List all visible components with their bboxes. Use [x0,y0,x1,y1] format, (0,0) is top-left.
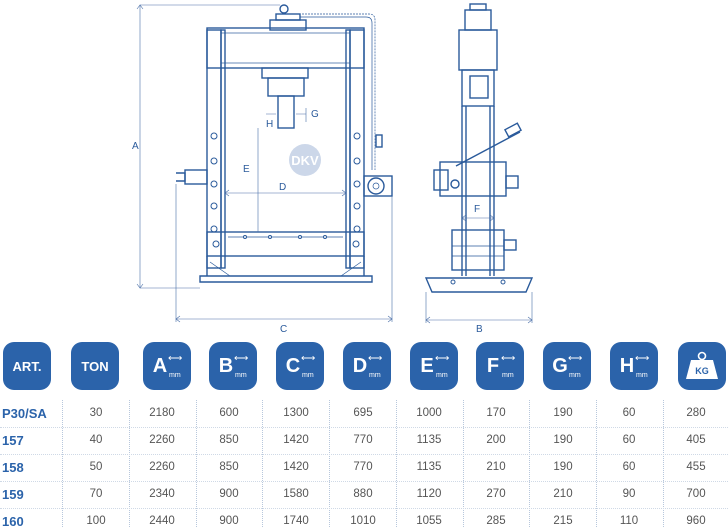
header-kg: KG [678,342,726,390]
table-cell-h: 60 [622,434,636,446]
table-row: 159 70 2340 900 1580 880 1120 270 210 90 700 [0,481,728,508]
press-technical-drawing: H G [132,3,534,335]
table-cell-b: 900 [219,488,239,500]
header-h: H ⟷ mm [610,342,658,390]
article-code: 159 [2,487,24,502]
column-holes-left [210,132,218,233]
table-cell-b: 850 [219,461,239,473]
table-cell-g: 215 [553,515,573,527]
table-cell-e: 1135 [416,434,442,446]
table-cell-c: 1420 [283,434,309,446]
header-f: F ⟷ mm [476,342,524,390]
column-holes-right [353,132,361,233]
article-code: 160 [2,514,24,527]
table-cell-a: 2180 [149,407,175,419]
table-row: 158 50 2260 850 1420 770 1135 210 190 60 455 [0,454,728,481]
table-cell-e: 1000 [416,407,442,419]
double-arrow-icon: ⟷ [568,353,583,364]
header-a: A ⟷ mm [143,342,191,390]
table-cell-ton: 50 [89,461,103,473]
table-cell-h: 90 [622,488,636,500]
table-cell-f: 170 [486,407,506,419]
table-cell-d: 770 [353,461,373,473]
header-art: ART. [3,342,51,390]
table-cell-c: 1300 [283,407,309,419]
table-cell-a: 2440 [149,515,175,527]
table-cell-c: 1740 [283,515,309,527]
table-cell-a: 2260 [149,461,175,473]
table-cell-c: 1420 [283,461,309,473]
table-cell-f: 270 [486,488,506,500]
table-cell-e: 1135 [416,461,442,473]
table-cell-d: 1010 [350,515,376,527]
table-cell-b: 850 [219,434,239,446]
table-cell-e: 1055 [416,515,442,527]
table-cell-ton: 70 [89,488,103,500]
double-arrow-icon: ⟷ [501,353,516,364]
table-cell-d: 770 [353,434,373,446]
dim-b-label: B [476,324,483,335]
dim-h-label: H [266,119,273,130]
table-cell-h: 60 [622,407,636,419]
article-code: P30/SA [2,406,47,421]
side-view: F B [424,3,534,335]
table-cell-f: 200 [486,434,506,446]
double-arrow-icon: ⟷ [435,353,450,364]
table-cell-kg: 960 [686,515,706,527]
table-cell-h: 110 [619,515,639,527]
table-row: 157 40 2260 850 1420 770 1135 200 190 60 405 [0,427,728,454]
dim-g-label: G [311,109,319,120]
table-cell-a: 2260 [149,434,175,446]
header-d: D ⟷ mm [343,342,391,390]
table-cell-kg: 455 [686,461,706,473]
dim-d-label: D [279,182,286,193]
table-row: P30/SA 30 2180 600 1300 695 1000 170 190 60 280 [0,400,728,427]
header-g: G ⟷ mm [543,342,591,390]
table-cell-d: 880 [353,488,373,500]
table-cell-b: 900 [219,515,239,527]
header-b: B ⟷ mm [209,342,257,390]
double-arrow-icon: ⟷ [635,353,650,364]
article-code: 158 [2,460,24,475]
dim-f-label: F [474,204,480,215]
table-cell-c: 1580 [283,488,309,500]
table-cell-kg: 280 [686,407,706,419]
dim-e-label: E [243,164,250,175]
table-cell-h: 60 [622,461,636,473]
dkv-logo: DKV [291,153,319,168]
table-cell-e: 1120 [416,488,442,500]
front-view: H G [132,4,393,335]
table-cell-f: 285 [486,515,506,527]
table-cell-g: 190 [553,407,573,419]
table-cell-a: 2340 [149,488,175,500]
table-cell-g: 190 [553,434,573,446]
double-arrow-icon: ⟷ [168,353,183,364]
header-e: E ⟷ mm [410,342,458,390]
table-cell-kg: 405 [686,434,706,446]
table-cell-b: 600 [219,407,239,419]
dim-c-label: C [280,324,287,335]
article-code: 157 [2,433,24,448]
double-arrow-icon: ⟷ [301,353,316,364]
table-cell-ton: 30 [89,407,103,419]
table-cell-ton: 40 [89,434,103,446]
table-cell-d: 695 [353,407,373,419]
table-cell-f: 210 [486,461,506,473]
header-ton: TON [71,342,119,390]
table-cell-g: 210 [553,488,573,500]
header-c: C ⟷ mm [276,342,324,390]
weight-icon [686,351,718,379]
table-cell-ton: 100 [86,515,106,527]
spec-table: ART. TON A ⟷ mm B ⟷ mm C ⟷ mm D ⟷ mm E ⟷… [0,338,728,527]
table-cell-g: 190 [553,461,573,473]
double-arrow-icon: ⟷ [368,353,383,364]
double-arrow-icon: ⟷ [234,353,249,364]
dim-a-label: A [132,141,139,152]
table-row: 160 100 2440 900 1740 1010 1055 285 215 110 960 [0,508,728,527]
table-cell-kg: 700 [686,488,706,500]
